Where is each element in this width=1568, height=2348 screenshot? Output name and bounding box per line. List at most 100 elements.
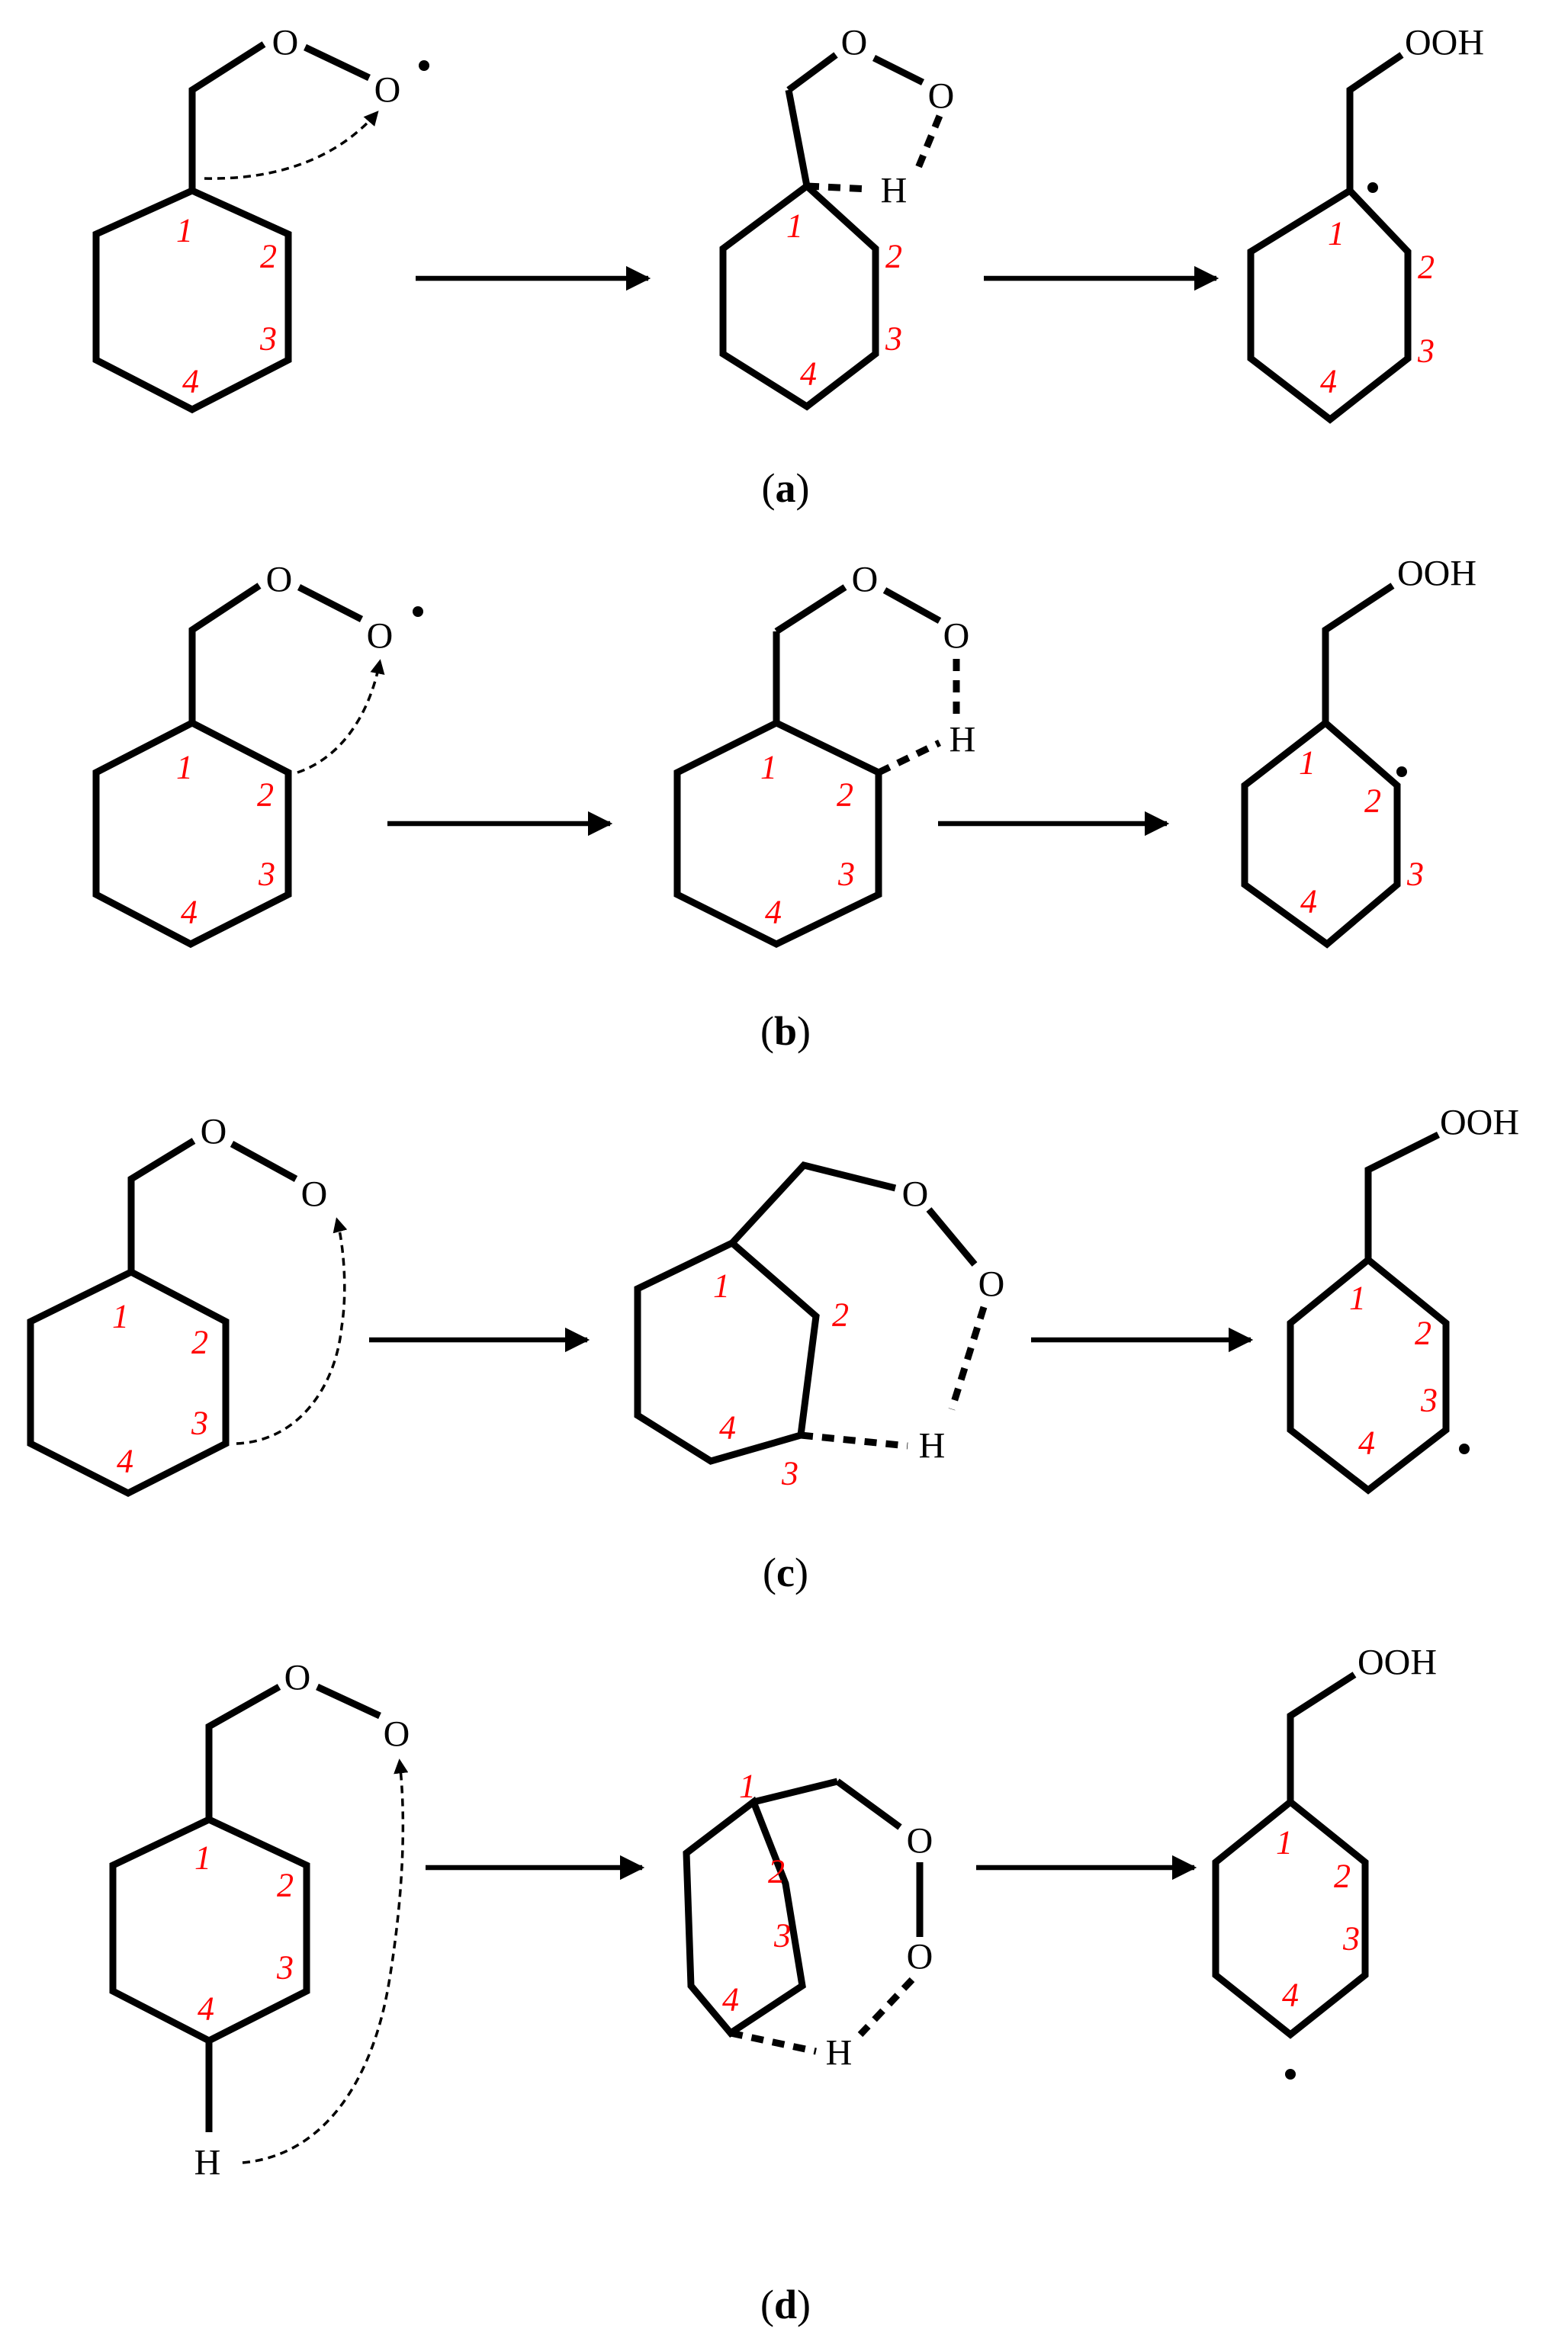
carbon-number-3: 3 [259,320,277,358]
carbon-number-2: 2 [277,1867,294,1904]
oxygen-atom: O [284,1658,311,1698]
h-abstraction-arrow [204,111,379,180]
carbon-number-2: 2 [1418,249,1435,286]
radical-dot [1459,1444,1470,1454]
o-o-bond [304,43,371,82]
cyclohexane-ring [92,187,292,414]
carbon-number-3: 3 [781,1455,798,1492]
carbon-number-4: 4 [181,894,198,931]
ch2-chain [127,1138,196,1272]
ch2-bond [752,1778,839,1806]
oxygen-atom: O [266,560,293,600]
partial-ch-bond [806,182,870,193]
hydrogen-atom: H [826,2033,853,2073]
carbon-number-3: 3 [276,1949,294,1987]
o-o-bond [882,587,942,624]
hydroperoxide-group: OOH [1405,23,1484,63]
carbon-number-2: 2 [260,238,277,275]
radical-dot [1396,766,1407,777]
carbon-number-3: 3 [1406,856,1424,893]
carbon-number-1: 1 [1349,1280,1366,1317]
carbon-number-3: 3 [1417,332,1435,370]
ch2-chain [1322,583,1395,723]
oxygen-atom: O [943,616,970,657]
oxygen-atom: O [301,1174,328,1215]
carbon-number-3: 3 [191,1405,208,1442]
partial-ch-bond [800,1431,908,1450]
carbon-number-3: 3 [885,320,902,358]
o-o-bond [926,1207,978,1267]
oxygen-atom: O [201,1112,227,1152]
carbon-number-1: 1 [176,212,193,249]
hydrogen-atom: H [194,2143,221,2183]
cyclohexane-ring [1212,1797,1369,2039]
carbon-number-4: 4 [1358,1425,1375,1462]
h-abstraction-arrow [236,1217,348,1445]
cyclohexane-ring [27,1267,230,1498]
carbon-number-3: 3 [258,856,275,893]
h-abstraction-arrow [297,659,385,774]
carbon-number-1: 1 [739,1768,756,1805]
carbon-number-4: 4 [1300,883,1317,920]
oxygen-atom: O [272,23,299,63]
hydrogen-atom: H [881,171,908,211]
ch2-chain [205,1684,281,1820]
carbon-number-1: 1 [112,1298,129,1335]
panel-caption: (b) [760,1008,811,1054]
carbon-number-2: 2 [1334,1858,1351,1895]
hydrogen-atom: H [949,720,976,760]
hydrogen-atom: H [919,1426,946,1466]
carbon-number-2: 2 [1364,782,1381,820]
carbon-number-2: 2 [191,1324,208,1361]
carbon-number-2: 2 [837,776,853,814]
panel-caption: (a) [762,465,810,511]
carbon-number-2: 2 [832,1296,849,1334]
c-o-bond [786,52,838,93]
ch2-bond [785,89,811,187]
oxygen-radical-atom: O [367,616,394,657]
ch2-chain [1364,1131,1441,1260]
carbon-number-1: 1 [194,1839,211,1877]
carbon-number-1: 1 [760,749,777,786]
o-o-bond [872,54,925,86]
carbon-number-2: 2 [257,776,274,814]
radical-dot [413,606,423,617]
ch2-chain [188,583,262,723]
carbon-number-1: 1 [176,749,193,786]
cyclohexane-ring [1287,1255,1450,1495]
panel-caption: (c) [763,1550,808,1595]
ch2-chain [1287,1672,1357,1802]
partial-ch-bond [730,2029,817,2055]
radical-dot [1285,2069,1296,2080]
carbon-number-4: 4 [1282,1977,1299,2014]
oxygen-atom: O [928,76,955,117]
carbon-number-4: 4 [117,1443,133,1480]
o-o-bond [230,1141,298,1182]
carbon-number-3: 3 [1420,1382,1438,1419]
carbon-number-1: 1 [1276,1824,1293,1861]
carbon-number-1: 1 [786,207,803,245]
carbon-number-2: 2 [768,1853,785,1890]
carbon-number-3: 3 [1342,1920,1360,1958]
oxygen-atom: O [978,1264,1005,1305]
panel-caption: (d) [760,2282,811,2327]
oxygen-atom: O [907,1821,933,1861]
oxygen-atom: O [902,1174,929,1215]
carbon-number-4: 4 [722,1981,739,2019]
ch2-chain [1346,52,1404,191]
carbon-number-4: 4 [1320,363,1337,400]
carbon-number-1: 1 [1299,744,1316,782]
oxygen-atom: O [907,1937,933,1977]
radical-dot [419,60,429,71]
o-o-bond [316,1683,381,1720]
oxygen-atom: O [852,560,879,600]
carbon-number-3: 3 [773,1917,791,1955]
ch2-chain [188,41,266,191]
oxygen-atom: O [384,1714,410,1755]
cyclohexane-ring [1247,186,1412,424]
